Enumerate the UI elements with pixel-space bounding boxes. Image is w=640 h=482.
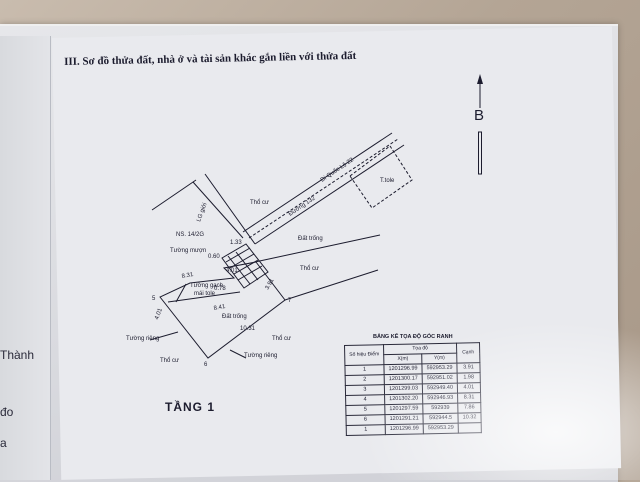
cell-y: 592946.93	[422, 393, 458, 404]
cell-y: 592949.40	[422, 383, 458, 394]
cell-edge: 8.31	[457, 392, 481, 404]
label-tho-cu: Thổ cư	[300, 265, 319, 272]
cell-y: 592953.29	[423, 423, 459, 434]
left-page	[0, 36, 51, 480]
left-page-fragment: đo	[0, 405, 14, 419]
cell-x: 1201299.03	[384, 383, 423, 395]
label-private-wall: Tường riêng	[244, 353, 277, 359]
tole-roof-block	[349, 145, 413, 209]
north-arrow-icon	[477, 74, 483, 175]
corner-point: 7	[288, 298, 292, 304]
header-edge: Cạnh	[456, 342, 480, 364]
corner-point: 5	[152, 296, 156, 302]
corner-point: 6	[204, 362, 208, 368]
dimension: 8.41	[213, 304, 226, 312]
cell-x: 1201297.59	[384, 403, 424, 415]
cell-y: 592951.02	[422, 373, 458, 384]
label-ns: NS. 14/2G	[176, 232, 204, 238]
cell-x: 1201291.21	[384, 413, 424, 425]
label-tho-cu: Thổ cư	[250, 199, 269, 206]
cell-x: 1201296.99	[383, 363, 423, 375]
cell-x: 1201300.17	[384, 373, 423, 385]
house-hatch	[221, 243, 269, 289]
label-tole: T.tole	[380, 178, 395, 184]
dimension: 3.91	[265, 277, 276, 291]
north-label: B	[474, 107, 485, 124]
cell-edge: 1.98	[457, 372, 481, 384]
label-borrowed-wall: Tường mượn	[170, 248, 206, 254]
dimension: 4.01	[154, 307, 164, 321]
cell-x: 1201302.20	[384, 393, 423, 405]
cell-edge: 7.86	[457, 402, 481, 414]
cell-y: 592953.29	[421, 363, 458, 374]
dimension: 4.01	[226, 268, 238, 274]
dimension: 8.31	[181, 272, 194, 280]
cell-edge: 4.01	[457, 382, 481, 394]
dimension: 1.33	[230, 240, 242, 246]
label-empty-land: Đất trống	[222, 314, 247, 320]
cell-edge: 3.91	[456, 362, 480, 374]
left-page-fragment: Thành	[0, 348, 35, 362]
plot-boundary	[159, 261, 286, 359]
label-tho-cu: Thổ cư	[272, 335, 291, 342]
cell-edge	[458, 422, 482, 434]
label-empty-land: Đất trống	[298, 236, 323, 242]
dimension: 0.60	[208, 254, 220, 260]
left-page-fragment: a	[0, 436, 7, 450]
label-road: Đường 132	[288, 195, 317, 217]
dimension: 0.78	[214, 286, 226, 292]
table-header-row: Số hiệu Điểm Tọa độ Cạnh	[344, 342, 480, 366]
road	[242, 132, 405, 245]
alley	[151, 173, 256, 245]
label-tole-roof: mái tole	[194, 291, 216, 297]
cell-edge: 10.32	[458, 412, 481, 424]
label-lo-gioi: LG giới	[196, 202, 208, 222]
label-brick-wall: Tường gạch	[190, 283, 223, 289]
label-private-wall: Tường riêng	[126, 336, 159, 342]
dimension: 10.31	[240, 326, 256, 332]
header-point: Số hiệu Điểm	[344, 344, 384, 366]
table-title: BẢNG KÊ TỌA ĐỘ GÓC RANH	[373, 334, 453, 340]
cell-point: 1	[346, 424, 386, 436]
label-tho-cu: Thổ cư	[160, 357, 179, 364]
cell-x: 1201296.99	[385, 423, 424, 435]
floor-label: TẦNG 1	[165, 400, 216, 414]
